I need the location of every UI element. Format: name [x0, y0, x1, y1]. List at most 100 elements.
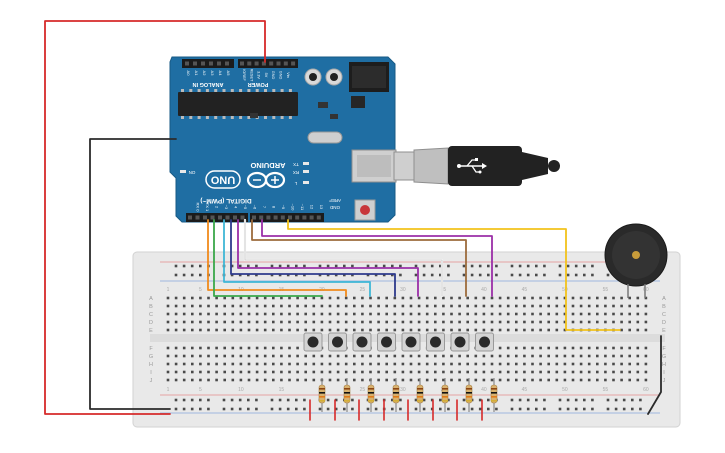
pushbutton[interactable]	[450, 332, 470, 352]
breadboard-hole	[547, 312, 550, 316]
breadboard-column-numbers: 1155101015152020252530303535404045455050…	[167, 287, 649, 393]
l-label-text: L	[294, 181, 297, 186]
piezo-buzzer[interactable]	[604, 223, 668, 298]
breadboard-hole	[466, 328, 469, 332]
breadboard-hole	[199, 304, 202, 308]
breadboard-hole	[458, 328, 461, 332]
breadboard-hole	[377, 362, 380, 366]
rail-hole	[526, 264, 530, 268]
breadboard-hole	[296, 304, 299, 308]
rail-hole	[318, 407, 322, 411]
breadboard-hole	[231, 346, 235, 350]
breadboard-hole	[425, 354, 429, 358]
breadboard-hole	[571, 304, 575, 308]
breadboard-hole	[344, 370, 348, 374]
rail-hole	[270, 273, 274, 277]
breadboard-hole	[344, 354, 348, 358]
breadboard-hole	[215, 346, 218, 350]
breadboard-hole	[450, 362, 453, 366]
pushbutton[interactable]	[352, 332, 372, 352]
analog-pin-label: A2	[202, 71, 207, 77]
board-model-text: UNO	[210, 174, 235, 186]
column-number-top: 1	[167, 287, 170, 293]
breadboard-hole	[166, 304, 170, 308]
pushbutton[interactable]	[475, 332, 494, 352]
breadboard-hole	[563, 304, 567, 308]
breadboard-hole	[239, 296, 243, 300]
breadboard-hole	[223, 378, 226, 382]
breadboard-hole	[587, 370, 591, 374]
digital-pin-label: ~6	[253, 205, 258, 210]
breadboard-hole	[466, 304, 469, 308]
breadboard-hole	[587, 312, 591, 316]
breadboard-hole	[579, 312, 583, 316]
breadboard-hole	[312, 354, 316, 358]
arduino-uno-board[interactable]: UNO ARDUINO DIGITAL (PWM~) ANALOG IN POW…	[169, 56, 397, 223]
rail-hole	[278, 398, 282, 402]
breadboard-hole	[223, 354, 226, 358]
rail-hole	[591, 407, 594, 411]
wire-black-gnd	[89, 138, 177, 410]
breadboard-hole	[401, 328, 405, 332]
breadboard-hole	[539, 296, 542, 300]
breadboard-hole	[328, 362, 332, 366]
breadboard-hole	[555, 378, 559, 382]
breadboard-hole	[515, 362, 518, 366]
breadboard-hole	[539, 320, 542, 324]
breadboard-hole	[425, 312, 429, 316]
breadboard-hole	[620, 320, 623, 324]
pushbutton[interactable]	[303, 332, 323, 352]
pushbutton[interactable]	[377, 332, 396, 352]
breadboard-hole	[498, 296, 502, 300]
breadboard-hole	[166, 378, 170, 382]
breadboard-hole	[231, 362, 235, 366]
breadboard-hole	[312, 312, 316, 316]
breadboard-hole	[320, 304, 324, 308]
breadboard-hole	[353, 296, 356, 300]
gnd-label-text: GND	[329, 205, 340, 210]
breadboard-hole	[304, 362, 307, 366]
breadboard-hole	[344, 304, 348, 308]
rail-hole	[558, 273, 562, 277]
breadboard-hole	[272, 320, 275, 324]
breadboard-hole	[604, 370, 607, 374]
pushbutton[interactable]	[401, 332, 421, 352]
wire-red-5v	[44, 20, 266, 415]
breadboard-hole	[385, 296, 388, 300]
rail-hole	[487, 407, 490, 411]
breadboard-hole	[515, 320, 518, 324]
breadboard-hole	[166, 296, 170, 300]
breadboard-hole	[304, 304, 307, 308]
breadboard-hole	[304, 378, 307, 382]
breadboard-hole	[288, 328, 291, 332]
breadboard-hole	[288, 312, 291, 316]
breadboard-hole	[571, 354, 575, 358]
breadboard-hole	[587, 354, 591, 358]
breadboard-hole	[442, 312, 445, 316]
breadboard-hole	[353, 304, 356, 308]
wire-green	[213, 219, 323, 297]
breadboard-hole	[450, 378, 453, 382]
row-letter-left: C	[149, 312, 153, 318]
breadboard-hole	[628, 328, 631, 332]
breadboard-hole	[401, 354, 405, 358]
breadboard-hole	[280, 312, 283, 316]
breadboard-hole	[620, 312, 623, 316]
breadboard-hole	[442, 378, 445, 382]
breadboard-hole	[587, 362, 591, 366]
digital-pin-label: 7	[262, 206, 267, 209]
rail-hole	[295, 264, 298, 268]
breadboard-hole	[174, 370, 178, 374]
breadboard-hole	[312, 320, 316, 324]
rail-hole	[270, 407, 274, 411]
rail-hole	[535, 398, 538, 402]
breadboard-hole	[458, 312, 461, 316]
resistor	[416, 378, 424, 412]
breadboard-hole	[579, 354, 583, 358]
breadboard-hole	[531, 362, 534, 366]
pushbutton[interactable]	[328, 332, 347, 352]
breadboard-hole	[531, 312, 534, 316]
breadboard-hole	[166, 370, 170, 374]
pushbutton[interactable]	[426, 332, 445, 352]
rail-hole	[414, 407, 418, 411]
